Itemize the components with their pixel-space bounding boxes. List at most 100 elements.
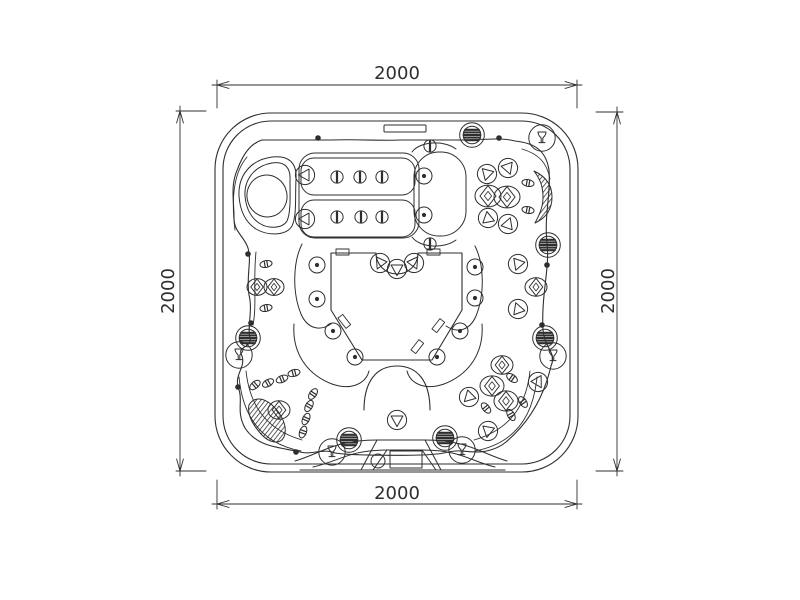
dimension-label-right: 2000: [598, 268, 619, 314]
cup-holder: [318, 438, 346, 466]
back-jet: [308, 256, 326, 274]
air-jet: [259, 259, 273, 269]
glass-icon: [548, 349, 558, 362]
mini-jet: [423, 237, 437, 251]
dimension-left: 2000: [158, 105, 207, 477]
cup-holder: [528, 124, 556, 152]
air-jet: [506, 373, 518, 383]
lounger: [298, 142, 467, 247]
dimension-bottom: 2000: [211, 479, 583, 510]
directional-jet: [477, 420, 499, 442]
pillow-mid: [244, 162, 291, 228]
waterline-contour: [232, 138, 554, 456]
dimension-label-top: 2000: [374, 63, 420, 84]
lounger-wing-top: [411, 142, 457, 153]
massage-jet: [235, 325, 261, 351]
footwell-tab: [337, 313, 352, 329]
diamond-jet: [493, 390, 519, 412]
directional-jet: [294, 164, 316, 186]
waterline-marker: [539, 322, 545, 328]
panel-band-inner: [312, 449, 496, 468]
dimension-right: 2000: [595, 106, 624, 477]
directional-jet: [403, 252, 425, 274]
mini-jet: [330, 210, 344, 224]
glass-icon: [327, 445, 337, 458]
dimension-label-bottom: 2000: [374, 483, 420, 504]
arrowhead: [216, 500, 230, 508]
panel-sides: [360, 439, 442, 471]
lounger-pad-upper: [300, 157, 416, 196]
air-jet: [298, 425, 308, 439]
diamond-jet: [246, 278, 268, 296]
headrest-pillow: [238, 156, 297, 235]
mini-jet: [423, 139, 437, 153]
back-jet: [324, 322, 342, 340]
contour-top-right: [521, 148, 551, 180]
directional-jet: [507, 253, 529, 275]
waterline-marker: [248, 320, 254, 326]
air-jet: [287, 368, 301, 378]
back-jet: [415, 206, 433, 224]
air-jet: [249, 379, 261, 391]
glass-icon: [234, 348, 244, 361]
footwell-tab: [431, 318, 446, 334]
seat-divider-left: [294, 243, 332, 329]
arrowhead: [216, 81, 230, 89]
tub-shell: [214, 112, 579, 473]
massage-jet: [459, 122, 485, 148]
diamond-jet: [267, 400, 291, 420]
footwell-tab: [335, 248, 350, 256]
back-jet: [466, 258, 484, 276]
air-jet: [259, 303, 273, 313]
directional-jet: [386, 409, 408, 431]
skimmer-vent: [383, 124, 427, 133]
back-jet: [415, 167, 433, 185]
massage-jet: [336, 427, 362, 453]
air-jet: [261, 378, 275, 388]
diamond-jet: [493, 185, 521, 209]
shell-outer-edge: [214, 112, 579, 473]
directional-jet: [458, 386, 480, 408]
waterline-marker: [245, 251, 251, 257]
arrowhead: [564, 81, 578, 89]
directional-jet: [497, 213, 519, 235]
directional-jet: [477, 207, 499, 229]
seat-pad-bottom-right: [406, 323, 483, 388]
mini-jet: [354, 210, 368, 224]
air-jet: [275, 374, 289, 384]
directional-jet: [476, 163, 498, 185]
directional-jet: [386, 258, 408, 280]
diamond-jet: [479, 375, 505, 397]
diamond-jet: [474, 184, 502, 208]
lounger-footrest: [413, 151, 467, 237]
cup-holder: [539, 342, 567, 370]
contour-top-left: [232, 156, 248, 231]
arrowhead: [176, 110, 184, 124]
back-jet: [451, 322, 469, 340]
pillow-outer: [238, 156, 297, 235]
dimension-label-left: 2000: [158, 268, 179, 314]
grip-pad-feature: [248, 398, 286, 443]
cup-holder: [448, 436, 476, 464]
waterfall-feature: [533, 170, 553, 224]
directional-jet: [527, 371, 549, 393]
arrowhead: [176, 458, 184, 472]
panel-band-outer: [294, 439, 508, 462]
air-jet: [521, 205, 535, 215]
diamond-jet: [490, 355, 514, 375]
massage-jet: [432, 425, 458, 451]
control-panel: [294, 439, 508, 471]
footwell-outline: [330, 252, 463, 361]
air-jet: [301, 412, 311, 426]
air-jet: [518, 396, 528, 408]
panel-display: [389, 450, 423, 469]
cup-holder: [225, 341, 253, 369]
back-jet: [428, 348, 446, 366]
mini-jet: [375, 210, 389, 224]
air-jet: [304, 399, 314, 413]
lounger-wing-bottom: [411, 236, 457, 247]
diamond-jet: [263, 278, 285, 296]
lounger-backrest: [298, 152, 420, 239]
